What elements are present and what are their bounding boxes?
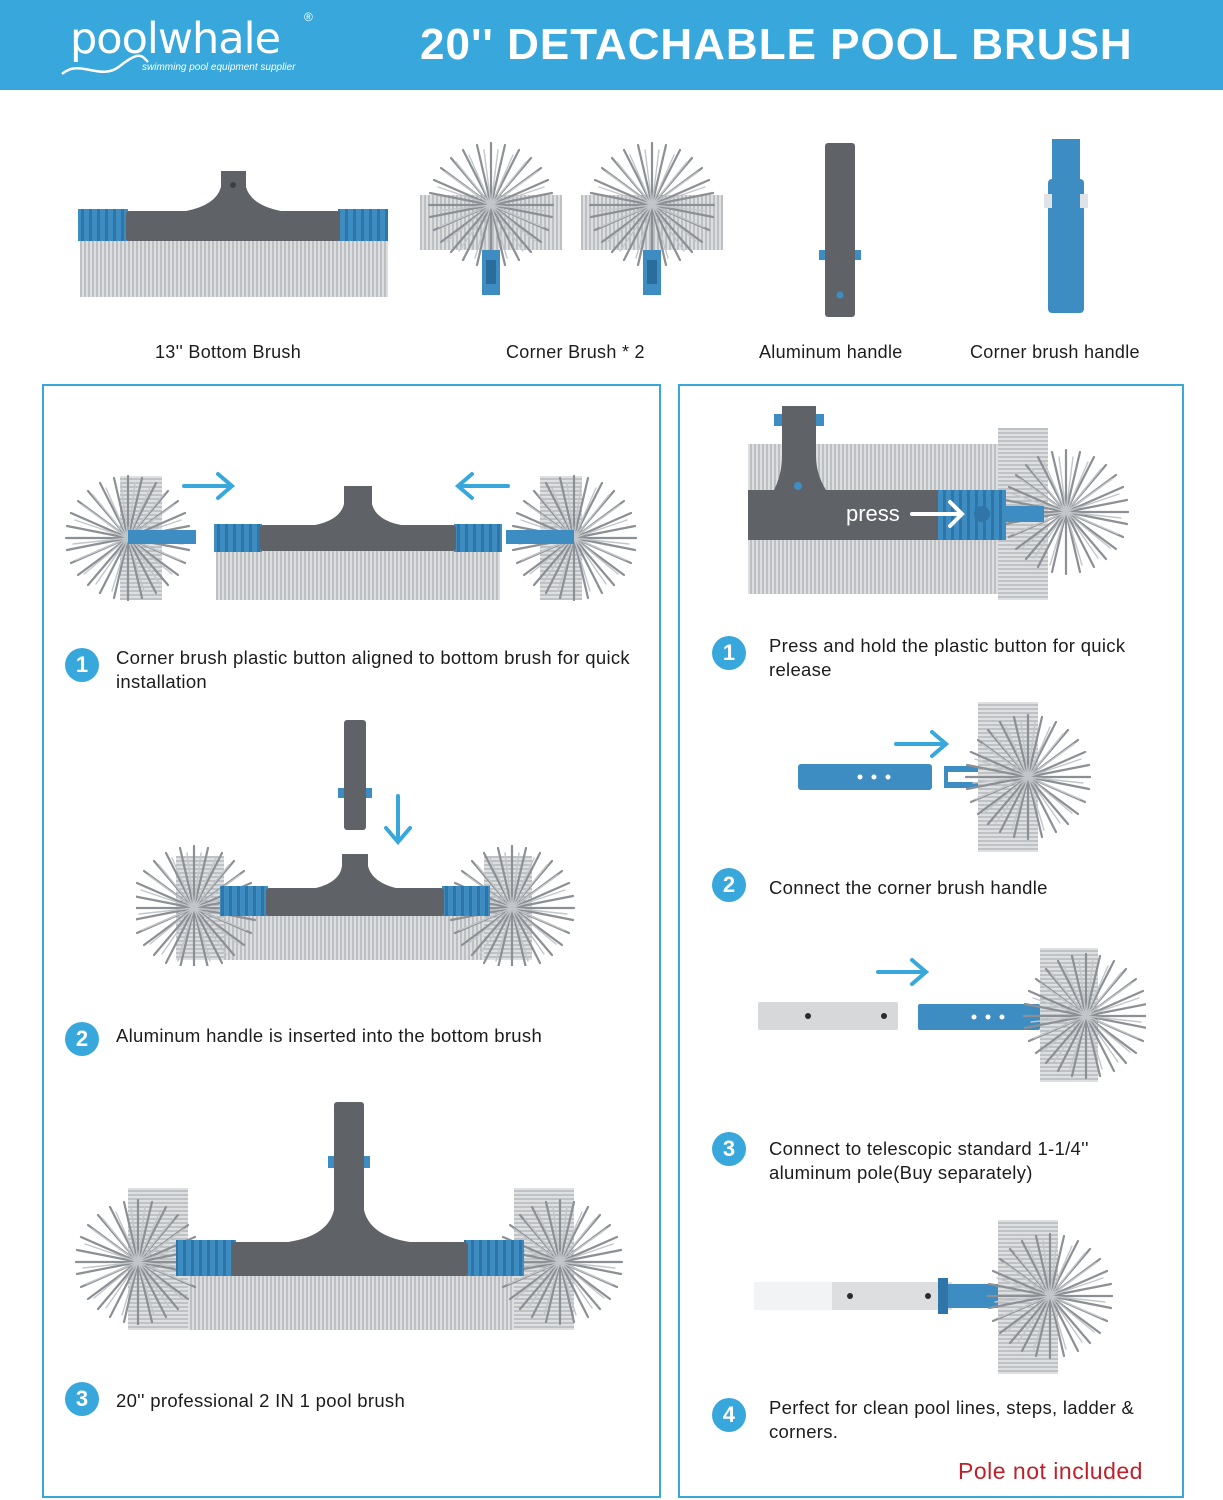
press-label: press bbox=[846, 501, 900, 526]
logo-wordmark: poolwhale bbox=[70, 14, 281, 64]
left-step-1-badge: 1 bbox=[65, 648, 99, 682]
assembled-corner-pole-illustration bbox=[754, 1220, 1114, 1374]
connect-pole-illustration bbox=[758, 948, 1146, 1082]
installation-panel bbox=[42, 384, 661, 1498]
left-step-2-text: Aluminum handle is inserted into the bot… bbox=[116, 1025, 543, 1046]
poolwhale-logo: poolwhale ® swimming pool equipment supp… bbox=[60, 8, 320, 78]
wave-icon bbox=[61, 54, 149, 75]
part-label-corner-brush: Corner Brush * 2 bbox=[506, 342, 645, 362]
pole-not-included-note: Pole not included bbox=[958, 1458, 1143, 1484]
aluminum-handle-image bbox=[819, 143, 861, 317]
part-label-corner-brush-handle: Corner brush handle bbox=[970, 342, 1140, 362]
part-label-aluminum-handle: Aluminum handle bbox=[759, 342, 903, 362]
page-title: 20'' DETACHABLE POOL BRUSH bbox=[420, 20, 1133, 69]
corner-brush-handle-image bbox=[1044, 139, 1088, 313]
right-step-4-text: Perfect for clean pool lines, steps, lad… bbox=[769, 1397, 1135, 1442]
corner-brush-image-2 bbox=[581, 141, 723, 295]
registered-mark: ® bbox=[304, 10, 313, 24]
logo-tagline: swimming pool equipment supplier bbox=[142, 62, 296, 73]
right-step-3-badge: 3 bbox=[712, 1132, 746, 1166]
right-step-3-text: Connect to telescopic standard 1-1/4'' a… bbox=[769, 1138, 1089, 1183]
left-step-1-text: Corner brush plastic button aligned to b… bbox=[116, 647, 630, 692]
connect-corner-handle-illustration bbox=[798, 702, 1092, 852]
left-step-2-badge: 2 bbox=[65, 1022, 99, 1056]
header-banner: poolwhale ® swimming pool equipment supp… bbox=[0, 0, 1223, 90]
press-release-illustration: press bbox=[748, 406, 1130, 600]
right-step-2-text: Connect the corner brush handle bbox=[769, 877, 1048, 898]
right-step-2-badge: 2 bbox=[712, 868, 746, 902]
left-step-3-text: 20'' professional 2 IN 1 pool brush bbox=[116, 1390, 406, 1411]
bottom-brush-image bbox=[78, 171, 388, 297]
part-label-bottom-brush: 13'' Bottom Brush bbox=[155, 342, 302, 362]
step1-assembly-illustration bbox=[64, 472, 638, 602]
step2-handle-insert-illustration bbox=[136, 720, 576, 966]
left-step-3-badge: 3 bbox=[65, 1382, 99, 1416]
release-panel bbox=[678, 384, 1184, 1498]
right-step-1-badge: 1 bbox=[712, 636, 746, 670]
step3-assembled-brush-illustration bbox=[74, 1102, 624, 1330]
corner-brush-image-1 bbox=[420, 141, 562, 295]
right-step-1-text: Press and hold the plastic button for qu… bbox=[769, 635, 1126, 680]
right-step-4-badge: 4 bbox=[712, 1398, 746, 1432]
